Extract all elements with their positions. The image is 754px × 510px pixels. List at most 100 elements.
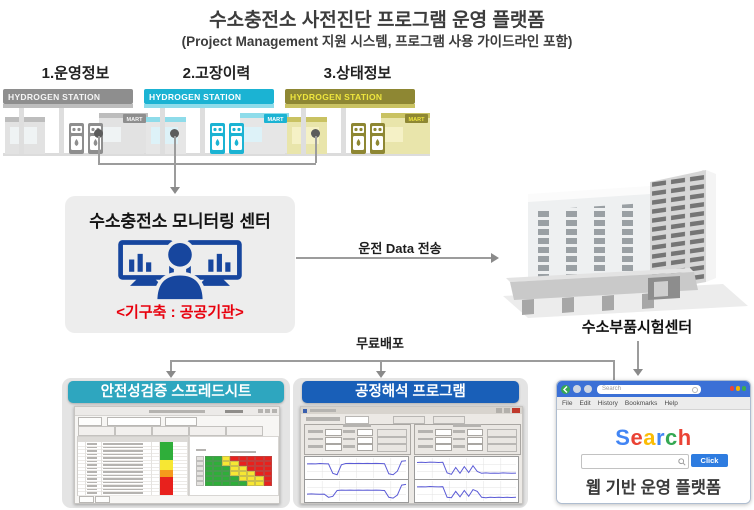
risk-matrix-cell	[263, 476, 273, 481]
mock-tab[interactable]	[189, 426, 226, 436]
mock-button[interactable]	[487, 436, 517, 444]
mock-button[interactable]	[487, 444, 517, 452]
risk-matrix-cell	[213, 466, 222, 471]
risk-matrix-cell	[205, 471, 214, 476]
risk-matrix-cell	[205, 466, 214, 471]
arrow-down-icon	[376, 371, 386, 378]
browser-content: Search Click 웹 기반 운영 플랫폼	[557, 410, 750, 503]
mock-tab[interactable]	[152, 426, 189, 436]
risk-matrix-cell	[238, 456, 247, 461]
mock-table-row	[78, 484, 188, 489]
magnifier-icon	[678, 457, 686, 466]
spreadsheet-card-title: 안전성검증 스프레드시트	[68, 381, 284, 403]
collector-rail	[98, 163, 316, 165]
arrow-right-icon	[491, 253, 499, 263]
mock-table-row	[78, 442, 188, 447]
risk-matrix-cell	[247, 461, 256, 466]
risk-matrix-cell	[263, 466, 273, 471]
connector-line	[98, 136, 100, 163]
menu-item[interactable]: Help	[664, 399, 678, 407]
risk-matrix-cell	[205, 456, 214, 461]
mock-tab[interactable]	[78, 426, 115, 436]
click-button[interactable]: Click	[691, 454, 728, 467]
menu-item[interactable]: Edit	[579, 399, 591, 407]
process-card-title: 공정해석 프로그램	[302, 381, 519, 403]
mock-close-button[interactable]	[512, 408, 520, 413]
forward-button[interactable]	[573, 385, 581, 393]
mock-table-row	[78, 463, 188, 468]
fuel-dispenser	[370, 123, 385, 154]
station-label: 1.운영정보	[41, 65, 110, 82]
menu-item[interactable]: File	[562, 399, 573, 407]
reload-button[interactable]	[584, 385, 592, 393]
mock-table-row	[78, 456, 188, 461]
window-dot-green[interactable]	[741, 386, 746, 391]
mock-tab[interactable]	[226, 426, 263, 436]
window-dot-yellow[interactable]	[735, 386, 740, 391]
risk-matrix-cell	[255, 461, 264, 466]
address-icon	[691, 386, 698, 393]
data-transfer-label: 운전 Data 전송	[358, 241, 442, 256]
web-platform-caption: 웹 기반 운영 플랫폼	[585, 479, 722, 497]
connector-line	[315, 136, 317, 163]
risk-matrix-cell	[263, 456, 273, 461]
spreadsheet-card: 안전성검증 스프레드시트	[62, 378, 290, 508]
risk-matrix-cell	[263, 461, 273, 466]
mock-titlebar	[301, 407, 522, 414]
risk-matrix-cell	[263, 471, 273, 476]
risk-matrix-cell	[255, 466, 264, 471]
logo-letter: a	[643, 425, 656, 450]
arrow-down-icon	[170, 187, 180, 194]
back-button[interactable]	[561, 384, 570, 394]
risk-matrix-cell	[221, 466, 231, 471]
mock-export-button[interactable]	[78, 417, 102, 426]
station-sign: HYDROGEN STATION	[8, 92, 100, 102]
mock-button[interactable]	[433, 415, 465, 424]
mock-table-row	[78, 491, 188, 496]
risk-matrix-cell	[230, 466, 239, 471]
mock-button[interactable]	[377, 444, 407, 452]
hydrogen-station: 2.고장이력 MART	[144, 62, 289, 163]
mock-button[interactable]	[377, 429, 407, 437]
mart-sign: MART	[268, 117, 285, 123]
monitoring-center-box: 수소충전소 모니터링 센터 <기구축 : 공공기관>	[65, 196, 295, 333]
risk-matrix-cell	[238, 466, 247, 471]
operator-monitors-icon	[118, 239, 242, 301]
window-dot-red[interactable]	[729, 386, 734, 391]
risk-matrix-cell	[255, 456, 264, 461]
search-input[interactable]	[581, 454, 689, 469]
risk-matrix-cell	[213, 476, 222, 481]
mock-load-button[interactable]	[165, 417, 197, 426]
menu-item[interactable]: Bookmarks	[624, 399, 658, 407]
monitoring-center-note: <기구축 : 공공기관>	[116, 304, 244, 321]
address-bar[interactable]: Search	[597, 384, 701, 394]
hydrogen-station: 1.운영정보 MART	[3, 62, 148, 163]
mock-button[interactable]	[487, 429, 517, 437]
logo-letter: c	[665, 425, 678, 450]
mock-table-row	[78, 452, 188, 457]
risk-matrix-cell	[230, 476, 239, 481]
connector-line	[613, 360, 615, 380]
mart-sign: MART	[127, 117, 144, 123]
mock-button[interactable]	[377, 436, 407, 444]
station1-connector-dot	[94, 129, 103, 138]
mock-nav-button[interactable]	[95, 496, 110, 503]
risk-matrix-cell	[213, 471, 222, 476]
mock-table-row	[78, 477, 188, 482]
arrow-down-icon	[633, 369, 643, 376]
fuel-dispenser	[351, 123, 366, 154]
mock-tab[interactable]	[115, 426, 152, 436]
risk-matrix-cell	[221, 461, 231, 466]
risk-matrix-cell	[238, 471, 247, 476]
mock-text-field[interactable]	[107, 417, 161, 426]
risk-matrix-cell	[230, 481, 239, 486]
mock-nav-button[interactable]	[79, 496, 94, 503]
mock-signal-plot	[304, 456, 409, 480]
menu-item[interactable]: History	[597, 399, 618, 407]
fuel-dispenser	[210, 123, 225, 154]
mock-button[interactable]	[393, 415, 425, 424]
connector-line	[170, 360, 172, 372]
risk-matrix-cell	[230, 456, 239, 461]
risk-matrix-cell	[255, 476, 264, 481]
distribution-rail	[170, 360, 614, 362]
